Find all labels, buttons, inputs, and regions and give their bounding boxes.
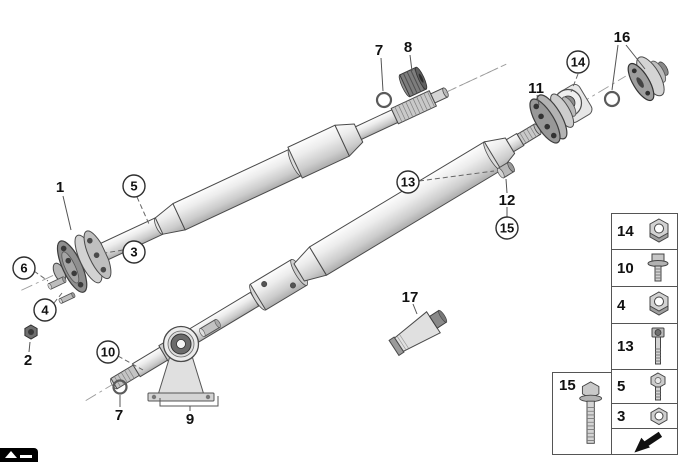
sidebar-row-3[interactable]: 3 [612, 404, 677, 429]
sidebar-num-5: 5 [617, 378, 626, 395]
sidebar-row-13[interactable]: 13 [612, 324, 677, 370]
svg-text:5: 5 [130, 179, 137, 194]
continuation-arrow-icon [634, 431, 663, 453]
socket-head-bolt-icon [651, 327, 665, 364]
sidebar-num-15: 15 [559, 377, 576, 394]
callout-15[interactable]: 15 [495, 216, 519, 240]
sidebar-row-14[interactable]: 14 [612, 214, 677, 250]
upper-exploded-axis [445, 65, 502, 93]
flange-bolt-long-icon [578, 381, 602, 444]
callout-14[interactable]: 14 [566, 50, 590, 74]
pin-bolt-1 [47, 276, 67, 290]
callout-10[interactable]: 10 [96, 340, 120, 364]
sidebar-num-10: 10 [617, 259, 634, 277]
svg-text:15: 15 [500, 221, 514, 236]
callout-11[interactable]: 11 [528, 80, 544, 97]
sidebar-bolt-15[interactable]: 15 [552, 372, 612, 455]
center-bearing [147, 325, 215, 402]
svg-text:13: 13 [401, 175, 415, 190]
upper-shaft-tube [100, 87, 449, 261]
callout-12[interactable]: 12 [499, 192, 516, 209]
callout-6[interactable]: 6 [12, 256, 36, 280]
fastener-sidebar: 14 10 4 13 5 [611, 213, 678, 455]
svg-text:3: 3 [130, 245, 137, 260]
o-ring-lower [112, 379, 128, 395]
lock-nut-2 [24, 324, 38, 340]
callout-8[interactable]: 8 [404, 39, 412, 56]
callout-2[interactable]: 2 [24, 352, 32, 369]
output-flange [627, 56, 669, 102]
hex-nut-icon [650, 406, 668, 425]
callout-9[interactable]: 9 [186, 411, 194, 428]
callout-16[interactable]: 16 [614, 29, 631, 46]
callout-4[interactable]: 4 [33, 298, 57, 322]
sidebar-num-14: 14 [617, 223, 634, 240]
flex-disc-assembly-rear [529, 93, 577, 144]
flange-bolt-icon [647, 253, 669, 282]
svg-text:10: 10 [101, 345, 115, 360]
callout-3[interactable]: 3 [122, 240, 146, 264]
hex-nut-icon [649, 217, 669, 243]
svg-text:4: 4 [41, 303, 49, 318]
o-ring-flange [603, 90, 621, 108]
sidebar-num-4: 4 [617, 296, 626, 314]
sidebar-num-3: 3 [617, 407, 626, 425]
upper-driveshaft [21, 63, 507, 293]
callout-17[interactable]: 17 [402, 289, 419, 306]
hex-bolt-icon [650, 371, 666, 400]
logo-mark [0, 448, 38, 462]
bearing-inner-sleeve [199, 318, 221, 338]
callout-5[interactable]: 5 [122, 174, 146, 198]
callout-1[interactable]: 1 [56, 179, 64, 196]
callout-7-bottom[interactable]: 7 [115, 407, 123, 424]
sidebar-num-13: 13 [617, 338, 634, 355]
flex-disc-assembly-front [52, 230, 112, 293]
continuation-arrow[interactable] [612, 429, 677, 456]
pin-bolt-2 [58, 292, 76, 304]
vibration-damper [398, 66, 428, 98]
sidebar-row-10[interactable]: 10 [612, 250, 677, 287]
svg-text:14: 14 [571, 55, 586, 70]
leader-lines [28, 44, 646, 411]
grease-tube [388, 309, 448, 357]
svg-text:6: 6 [20, 261, 27, 276]
callout-13[interactable]: 13 [396, 170, 420, 194]
callout-7-top[interactable]: 7 [375, 42, 383, 59]
hex-nut-icon [649, 291, 669, 316]
o-ring-upper [375, 91, 393, 109]
sidebar-row-4[interactable]: 4 [612, 287, 677, 324]
sidebar-row-5[interactable]: 5 [612, 370, 677, 404]
spacer-bush [497, 161, 515, 179]
logo-glyph [5, 451, 32, 458]
